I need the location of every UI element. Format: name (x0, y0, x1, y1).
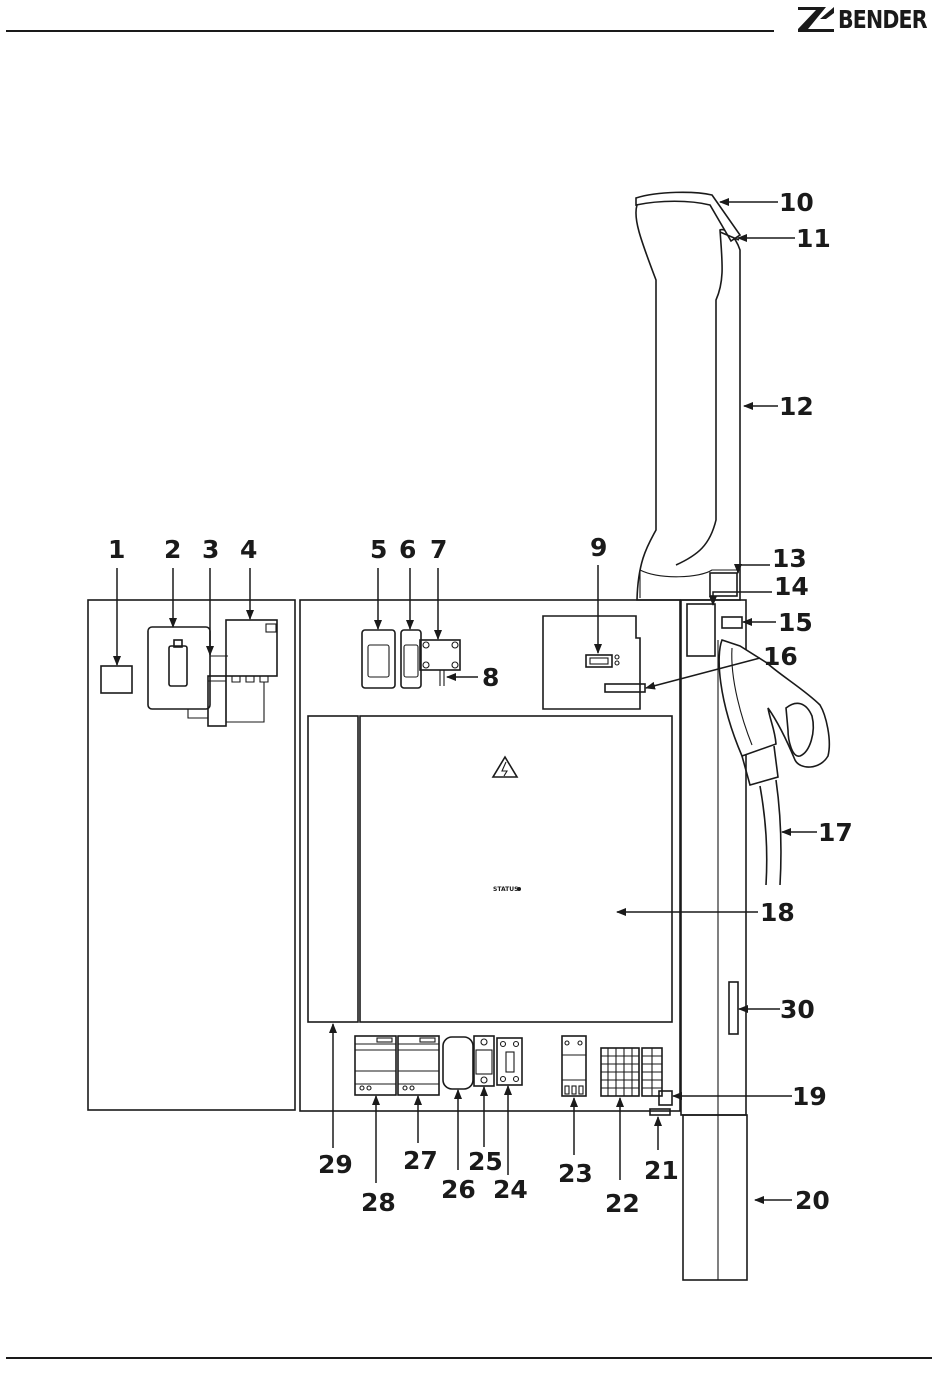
callout-2: 2 (164, 535, 181, 564)
component-9 (543, 616, 640, 709)
component-7 (420, 640, 460, 670)
callout-24: 24 (493, 1175, 528, 1204)
component-26 (443, 1037, 473, 1089)
callout-16: 16 (763, 642, 798, 671)
callout-8: 8 (482, 663, 499, 692)
component-8-cable (440, 670, 444, 686)
callout-19: 19 (792, 1082, 827, 1111)
component-1 (101, 666, 132, 693)
terminal-block-22 (601, 1048, 662, 1096)
callout-6: 6 (399, 535, 416, 564)
slot-30 (729, 982, 738, 1034)
connector-holder-12 (636, 205, 740, 600)
callout-22: 22 (605, 1189, 640, 1218)
callout-29: 29 (318, 1150, 353, 1179)
callout-28: 28 (361, 1188, 396, 1217)
component-14 (687, 604, 715, 656)
callout-21: 21 (644, 1156, 679, 1185)
callout-12: 12 (779, 392, 814, 421)
component-4 (226, 620, 277, 722)
component-3 (188, 656, 228, 726)
callout-9: 9 (590, 533, 607, 562)
callout-1: 1 (108, 535, 125, 564)
callout-23: 23 (558, 1159, 593, 1188)
callout-18: 18 (760, 898, 795, 927)
callout-15: 15 (778, 608, 813, 637)
component-16 (605, 684, 645, 692)
component-5 (362, 630, 395, 688)
callout-25: 25 (468, 1147, 503, 1176)
callout-26: 26 (441, 1175, 476, 1204)
callout-4: 4 (240, 535, 257, 564)
component-29 (308, 716, 358, 1022)
component-21 (650, 1109, 670, 1115)
base-20 (683, 1115, 747, 1280)
status-label: STATUS (493, 886, 518, 893)
component-2 (148, 627, 210, 709)
footer-rule (6, 1357, 932, 1359)
callout-27: 27 (403, 1146, 438, 1175)
callout-14: 14 (774, 572, 809, 601)
high-voltage-warning-icon (493, 757, 517, 777)
callout-10: 10 (779, 188, 814, 217)
callout-20: 20 (795, 1186, 830, 1215)
component-15 (722, 617, 742, 628)
component-25 (474, 1036, 494, 1086)
callout-17: 17 (818, 818, 853, 847)
component-19 (659, 1091, 672, 1105)
callout-13: 13 (772, 544, 807, 573)
status-led (517, 887, 521, 891)
component-28 (355, 1036, 396, 1095)
cable-17 (760, 780, 781, 885)
callout-30: 30 (780, 995, 815, 1024)
component-6 (401, 630, 421, 688)
callout-arrows (117, 202, 817, 1200)
component-24 (497, 1038, 522, 1085)
component-27 (398, 1036, 439, 1095)
component-23 (562, 1036, 586, 1096)
callout-5: 5 (370, 535, 387, 564)
callout-7: 7 (430, 535, 447, 564)
callout-3: 3 (202, 535, 219, 564)
charge-controller-18 (360, 716, 672, 1022)
callout-11: 11 (796, 224, 831, 253)
